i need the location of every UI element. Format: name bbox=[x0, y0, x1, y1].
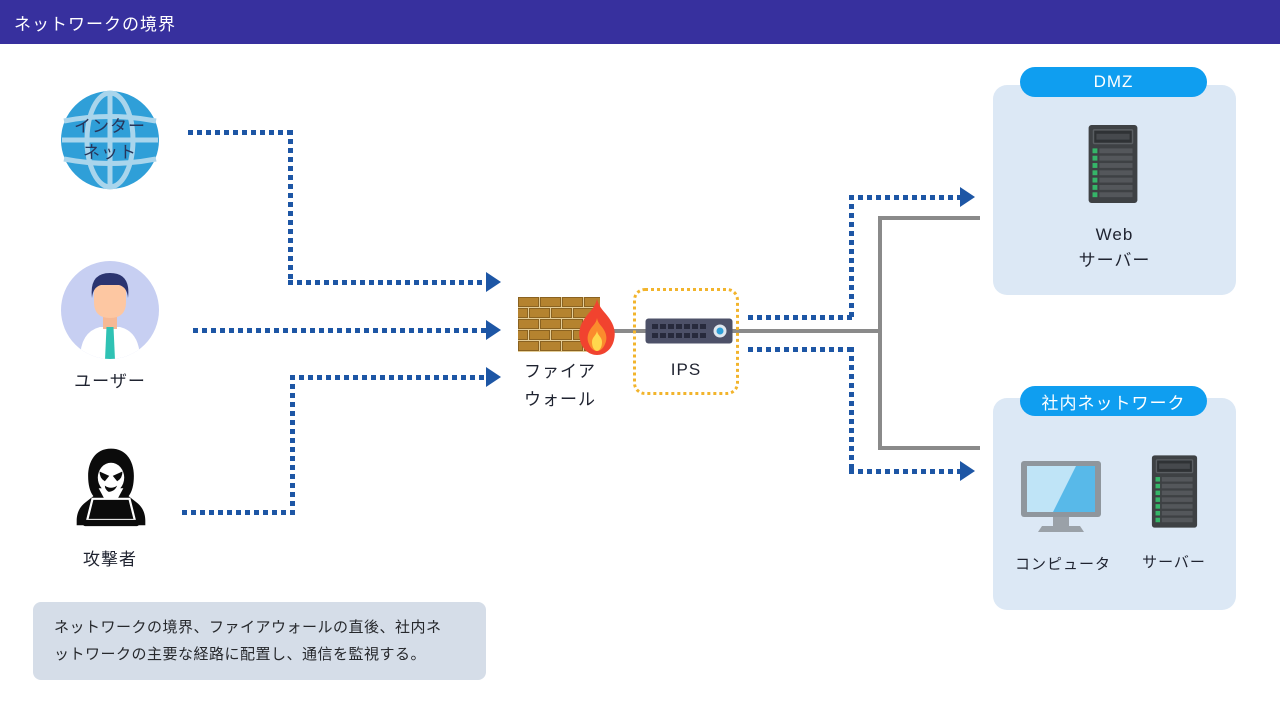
user-label: ユーザー bbox=[74, 372, 146, 391]
attacker-icon bbox=[67, 444, 155, 536]
internet-label-line1: インター bbox=[74, 117, 146, 136]
arrow-segment bbox=[288, 130, 293, 285]
arrow-segment bbox=[193, 328, 486, 333]
firewall-label: ファイア ウォール bbox=[505, 358, 615, 414]
arrow-segment bbox=[290, 375, 295, 515]
arrow-head bbox=[486, 367, 501, 387]
ips-device-icon bbox=[645, 318, 733, 344]
web-server-label-line1: Web bbox=[1095, 225, 1134, 244]
dmz-badge: DMZ bbox=[1020, 67, 1207, 97]
connector-trunk bbox=[878, 216, 882, 450]
connector-firewall-ips bbox=[600, 329, 882, 333]
arrow-segment bbox=[849, 195, 960, 200]
computer-label: コンピュータ bbox=[1014, 556, 1111, 573]
note-box: ネットワークの境界、ファイアウォールの直後、社内ネットワークの主要な経路に配置し… bbox=[33, 602, 486, 680]
ips-boundary-box bbox=[633, 288, 739, 395]
note-text: ネットワークの境界、ファイアウォールの直後、社内ネットワークの主要な経路に配置し… bbox=[54, 619, 442, 663]
flame-icon bbox=[574, 298, 620, 356]
arrow-segment bbox=[849, 195, 854, 320]
arrow-head bbox=[486, 320, 501, 340]
internal-server-label: サーバー bbox=[1142, 554, 1206, 571]
connector-to-dmz bbox=[878, 216, 980, 220]
firewall-label-line1: ファイア bbox=[524, 362, 596, 381]
internet-label-line2: ネット bbox=[83, 143, 137, 162]
arrow-segment bbox=[288, 280, 486, 285]
arrow-segment bbox=[188, 130, 293, 135]
arrow-head bbox=[960, 187, 975, 207]
web-server-icon bbox=[1087, 124, 1139, 204]
arrow-segment bbox=[849, 347, 854, 474]
computer-icon bbox=[1020, 460, 1102, 534]
user-icon bbox=[60, 260, 160, 360]
arrow-head bbox=[486, 272, 501, 292]
arrow-segment bbox=[849, 469, 960, 474]
dmz-badge-label: DMZ bbox=[1093, 72, 1134, 91]
web-server-label: Web サーバー bbox=[993, 222, 1236, 274]
internal-server-icon bbox=[1151, 450, 1198, 533]
internet-label: インター ネット bbox=[60, 90, 160, 190]
arrow-segment bbox=[748, 347, 852, 352]
arrow-segment bbox=[182, 510, 295, 515]
internet-globe-icon bbox=[60, 90, 160, 190]
web-server-label-line2: サーバー bbox=[1078, 251, 1151, 270]
title-bar: ネットワークの境界 bbox=[0, 0, 1280, 44]
page-title: ネットワークの境界 bbox=[14, 14, 176, 34]
firewall-label-line2: ウォール bbox=[524, 390, 596, 409]
internal-network-badge: 社内ネットワーク bbox=[1020, 386, 1207, 416]
arrow-segment bbox=[748, 315, 852, 320]
arrow-segment bbox=[290, 375, 486, 380]
attacker-label: 攻撃者 bbox=[83, 550, 137, 569]
arrow-head bbox=[960, 461, 975, 481]
connector-to-internal bbox=[878, 446, 980, 450]
ips-label: IPS bbox=[670, 360, 702, 379]
internal-network-badge-label: 社内ネットワーク bbox=[1041, 393, 1186, 413]
